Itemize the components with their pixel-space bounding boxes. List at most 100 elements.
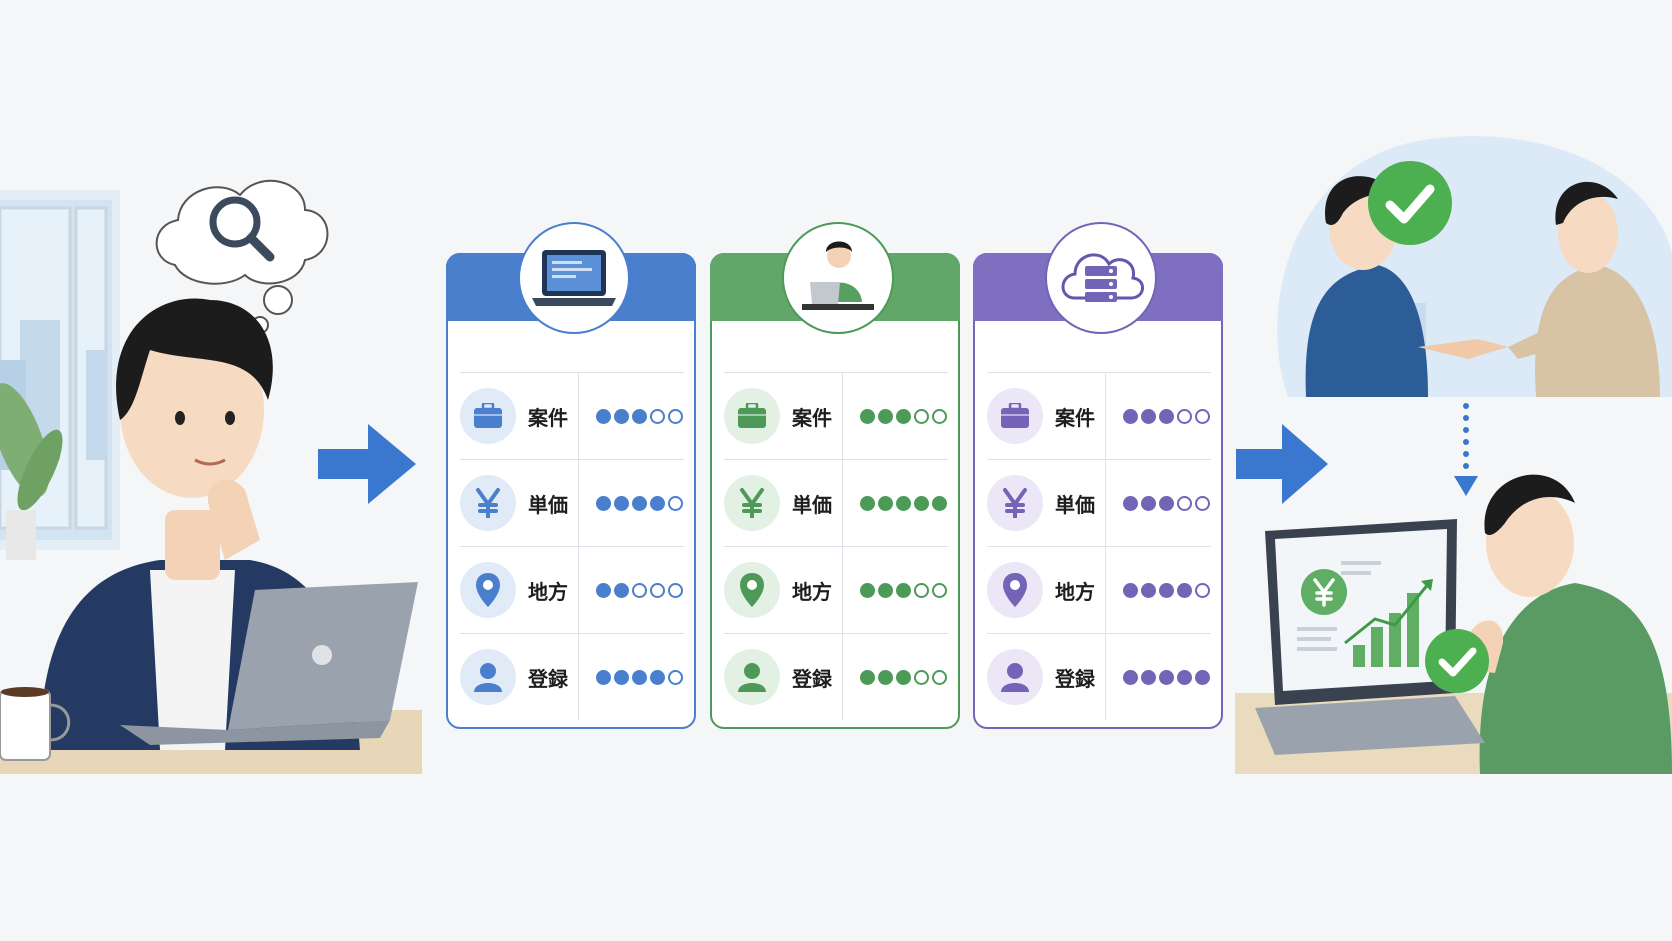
card-rows: 案件単価地方登録: [460, 372, 684, 720]
row-label: 案件: [792, 405, 832, 430]
rating-dot-filled: [896, 408, 911, 424]
row-label: 単価: [792, 492, 832, 517]
rating-dot-empty: [1195, 582, 1210, 598]
yen-icon: [987, 475, 1043, 531]
location-pin-icon: [987, 562, 1043, 618]
rating-dot-filled: [878, 408, 893, 424]
rating-dot-filled: [596, 495, 611, 511]
rating-dot-empty: [1195, 495, 1210, 511]
rating-dot-filled: [650, 669, 665, 685]
card-row: 地方: [987, 546, 1211, 633]
rating-dot-filled: [878, 495, 893, 511]
rating-dot-empty: [632, 582, 647, 598]
rating-dot-filled: [1159, 495, 1174, 511]
row-label: 登録: [792, 666, 832, 691]
rating-dot-filled: [650, 495, 665, 511]
coffee-mug: [0, 687, 71, 761]
rating-dots: [1123, 634, 1210, 720]
card-row: 案件: [724, 372, 948, 459]
card-badge: [518, 222, 630, 334]
rating-dot-empty: [1177, 495, 1192, 511]
rating-dot-filled: [1159, 669, 1174, 685]
rating-dot-filled: [860, 582, 875, 598]
rating-dot-filled: [914, 495, 929, 511]
rating-dot-empty: [914, 408, 929, 424]
location-pin-icon: [724, 562, 780, 618]
card-row: 登録: [724, 633, 948, 720]
rating-dot-filled: [896, 669, 911, 685]
rating-dot-empty: [932, 582, 947, 598]
rating-dot-empty: [668, 582, 683, 598]
rating-dot-filled: [1159, 408, 1174, 424]
rating-dot-filled: [860, 495, 875, 511]
row-label: 単価: [1055, 492, 1095, 517]
rating-dot-empty: [1177, 408, 1192, 424]
location-pin-icon: [460, 562, 516, 618]
window-frame: [0, 190, 120, 550]
thinking-person-illustration: [0, 150, 422, 774]
rating-dots: [1123, 460, 1210, 546]
rating-dot-filled: [614, 669, 629, 685]
card-row: 単価: [724, 459, 948, 546]
row-label: 地方: [1055, 579, 1095, 604]
rating-dot-filled: [614, 495, 629, 511]
dotted-down-arrow: [1454, 403, 1478, 496]
rating-dot-empty: [668, 495, 683, 511]
thought-bubble: [155, 179, 329, 334]
rating-dot-empty: [650, 582, 665, 598]
flow-arrow-right: [318, 424, 416, 504]
rating-dot-filled: [632, 669, 647, 685]
yen-icon: [460, 475, 516, 531]
rating-dot-filled: [1123, 408, 1138, 424]
rating-dot-filled: [878, 582, 893, 598]
checkmark-icon: [1368, 161, 1452, 245]
card-badge: [1045, 222, 1157, 334]
card-row: 地方: [724, 546, 948, 633]
rating-dot-filled: [1159, 582, 1174, 598]
rating-dot-filled: [1123, 582, 1138, 598]
laptop: [120, 582, 418, 745]
laptop-code-icon: [532, 250, 616, 306]
rating-dot-empty: [668, 408, 683, 424]
rating-dots: [596, 460, 683, 546]
rating-dot-empty: [932, 408, 947, 424]
rating-dots: [596, 634, 683, 720]
briefcase-icon: [724, 388, 780, 444]
rating-dot-filled: [1123, 669, 1138, 685]
rating-dot-empty: [668, 669, 683, 685]
rating-dot-filled: [596, 669, 611, 685]
card-rows: 案件単価地方登録: [724, 372, 948, 720]
user-icon: [987, 649, 1043, 705]
rating-dot-filled: [878, 669, 893, 685]
row-label: 案件: [528, 405, 568, 430]
comparison-card-web: 案件単価地方登録: [446, 222, 696, 729]
rating-dots: [860, 460, 947, 546]
handshake-illustration: [1268, 133, 1672, 397]
rating-dot-filled: [860, 408, 875, 424]
rating-dots: [860, 373, 947, 459]
rating-dot-filled: [632, 408, 647, 424]
card-row: 単価: [987, 459, 1211, 546]
comparison-card-freelancer: 案件単価地方登録: [710, 222, 960, 729]
magnifier-icon: [209, 196, 275, 262]
rating-dot-filled: [1177, 582, 1192, 598]
rating-dot-filled: [1141, 669, 1156, 685]
rating-dot-empty: [932, 669, 947, 685]
rating-dots: [1123, 373, 1210, 459]
rating-dot-filled: [896, 582, 911, 598]
rating-dot-empty: [914, 582, 929, 598]
card-badge: [782, 222, 894, 334]
briefcase-icon: [460, 388, 516, 444]
rating-dot-filled: [596, 582, 611, 598]
person-at-laptop-icon: [802, 241, 874, 310]
rating-dot-filled: [614, 408, 629, 424]
rating-dot-filled: [860, 669, 875, 685]
card-rows: 案件単価地方登録: [987, 372, 1211, 720]
card-row: 単価: [460, 459, 684, 546]
row-label: 単価: [528, 492, 568, 517]
cloud-server-icon: [1061, 253, 1144, 302]
row-label: 地方: [792, 579, 832, 604]
plant-decoration: [0, 383, 63, 560]
row-label: 案件: [1055, 405, 1095, 430]
rating-dot-filled: [632, 495, 647, 511]
